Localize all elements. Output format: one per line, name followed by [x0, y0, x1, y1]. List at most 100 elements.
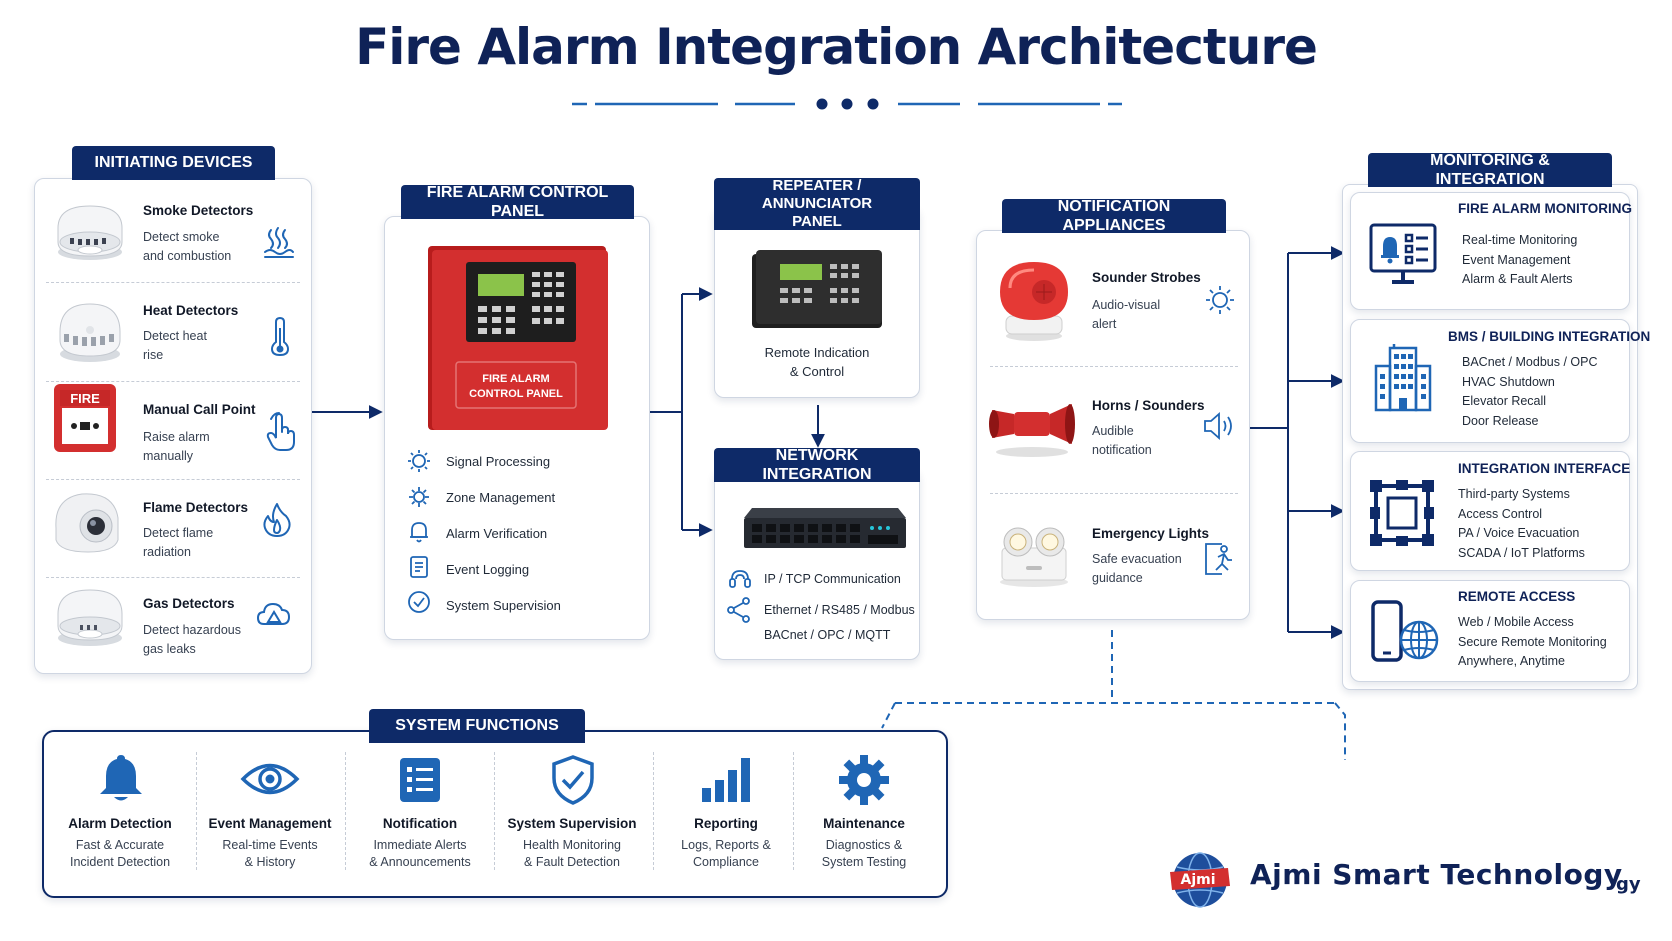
event-logging-icon [410, 556, 428, 578]
sounder-strobe-image [1000, 262, 1068, 341]
device-name: Flame Detectors [143, 500, 249, 515]
system-function-item: Notification Immediate Alerts& Announcem… [369, 816, 471, 869]
device-name: Smoke Detectors [143, 203, 254, 218]
smoke-waves-icon [264, 227, 294, 258]
notification-name: Horns / Sounders [1092, 398, 1205, 413]
svg-text:Ajmi: Ajmi [1180, 872, 1215, 888]
gear-icon [839, 755, 889, 805]
system-function-item: Reporting Logs, Reports &Compliance [681, 816, 771, 869]
building-icon [1374, 344, 1432, 412]
system-function-item: Maintenance Diagnostics &System Testing [821, 816, 907, 869]
page-title: Fire Alarm Integration Architecture [355, 18, 1318, 76]
alarm-verification-icon [410, 522, 428, 543]
manual-call-point-image: FIRE [54, 384, 116, 452]
system-function-item: System Supervision Health Monitoring& Fa… [507, 816, 637, 869]
remote-access-card [1350, 580, 1630, 682]
emergency-light-image [1000, 527, 1068, 587]
panel-function-item: Event Logging [446, 562, 530, 577]
brand-name: Ajmi Smart Technology [1250, 858, 1623, 891]
mobile-globe-icon [1371, 600, 1439, 662]
network-item: IP / TCP Communication [764, 572, 901, 586]
svg-text:FIRE: FIRE [70, 391, 100, 406]
system-functions-header: SYSTEM FUNCTIONS [369, 709, 585, 743]
flame-detector-image [55, 493, 119, 553]
network-integration-header: NETWORK INTEGRATION [714, 447, 920, 483]
repeater-panel-image [752, 250, 882, 328]
divider [46, 577, 300, 578]
network-switch-image [744, 508, 906, 548]
exit-run-icon [1205, 543, 1232, 575]
panel-function-item: Signal Processing [446, 454, 551, 469]
divider [46, 282, 300, 283]
gas-cloud-icon [256, 602, 291, 625]
panel-function-item: Alarm Verification [446, 526, 548, 541]
system-function-item: Event Management Real-time Events& Histo… [208, 816, 332, 869]
notification-appliances-header: NOTIFICATION APPLIANCES [1002, 198, 1226, 234]
thermometer-icon [270, 316, 290, 356]
panel-function-item: System Supervision [446, 598, 561, 613]
bms-integration-card [1350, 319, 1630, 443]
svg-text:FIRE ALARM: FIRE ALARM [482, 373, 549, 385]
device-name: Heat Detectors [143, 303, 239, 318]
system-supervision-icon [408, 591, 430, 613]
hand-press-icon [266, 412, 295, 451]
monitoring-section-title: FIRE ALARM MONITORING [1458, 201, 1632, 216]
monitoring-section-title: INTEGRATION INTERFACE [1458, 461, 1631, 476]
monitor-bell-icon [1369, 223, 1437, 284]
divider [46, 479, 300, 480]
divider [793, 752, 794, 870]
control-panel-header: FIRE ALARM CONTROL PANEL [401, 184, 634, 220]
brand-text-fragment: gy [1616, 874, 1641, 895]
monitoring-integration-header: MONITORING & INTEGRATION [1368, 152, 1612, 188]
strobe-light-icon [1206, 286, 1234, 314]
divider [494, 752, 495, 870]
integration-interface-card [1350, 451, 1630, 571]
shield-check-icon [552, 755, 594, 805]
bar-chart-icon [702, 758, 750, 802]
share-network-icon [727, 597, 750, 623]
list-icon [400, 758, 440, 802]
repeater-description: Remote Indication& Control [764, 345, 870, 379]
bell-icon [100, 755, 142, 801]
horn-sounder-image [989, 404, 1075, 457]
divider [990, 366, 1238, 367]
monitoring-section-title: BMS / BUILDING INTEGRATION [1448, 329, 1651, 344]
gas-detector-image [57, 589, 123, 646]
flame-icon [263, 503, 291, 537]
divider [653, 752, 654, 870]
initiating-devices-header: INITIATING DEVICES [72, 146, 275, 180]
smoke-detector-image [57, 205, 123, 260]
divider [345, 752, 346, 870]
title-divider [572, 98, 1122, 110]
notification-name: Emergency Lights [1092, 526, 1210, 541]
eye-icon [240, 763, 300, 795]
monitoring-section-title: REMOTE ACCESS [1458, 589, 1576, 604]
divider [196, 752, 197, 870]
notification-name: Sounder Strobes [1092, 270, 1201, 285]
zone-management-icon [409, 487, 429, 507]
control-panel-image: FIRE ALARM CONTROL PANEL [428, 246, 608, 430]
ip-communication-icon [729, 570, 751, 588]
divider [46, 381, 300, 382]
panel-function-item: Zone Management [446, 490, 556, 505]
device-name: Gas Detectors [143, 596, 235, 611]
heat-detector-image [59, 303, 121, 362]
speaker-icon [1204, 412, 1232, 440]
signal-processing-icon [408, 450, 430, 472]
network-integration-box [714, 468, 920, 660]
divider [990, 493, 1238, 494]
